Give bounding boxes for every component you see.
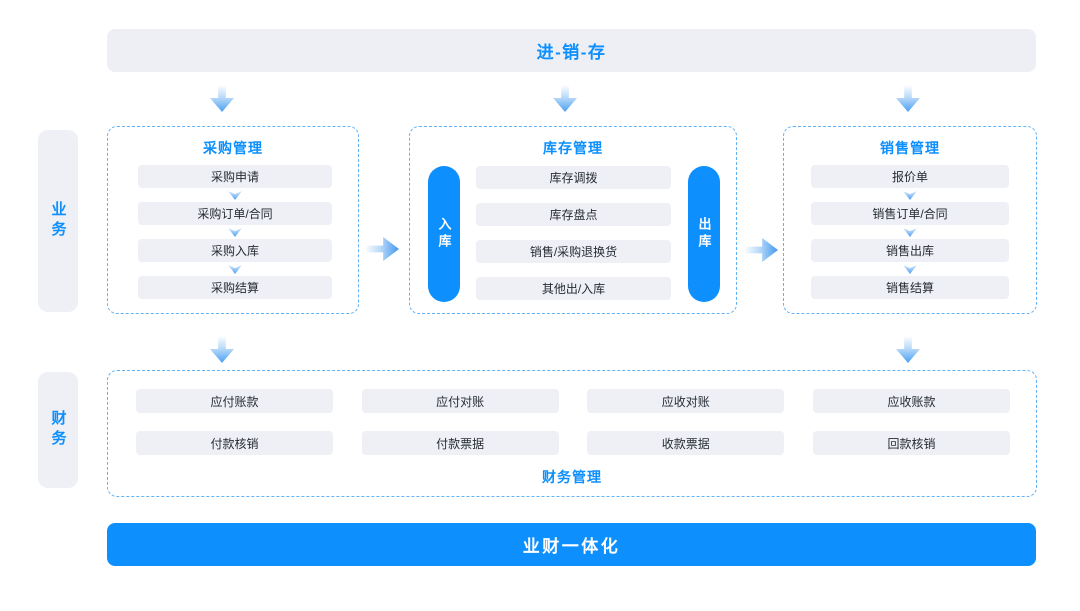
flow-item: 采购入库	[138, 239, 332, 262]
inventory-management-box: 库存管理 入库 库存调拨 库存盘点 销售/采购退换货 其他出/入库 出库	[409, 126, 737, 314]
arrow-down-small-icon	[228, 191, 242, 200]
finance-item: 应收对账	[587, 389, 785, 413]
inbound-pill: 入库	[428, 166, 460, 302]
finance-box-title: 财务管理	[542, 469, 602, 485]
top-banner-label: 进-销-存	[536, 43, 607, 62]
flow-item: 销售订单/合同	[811, 202, 1009, 225]
finance-item: 付款票据	[361, 431, 559, 455]
finance-management-box: 应付账款 应付对账 应收对账 应收账款 付款核销 付款票据 收款票据 回款核销 …	[107, 370, 1037, 497]
finance-row: 付款核销 付款票据 收款票据 回款核销	[136, 431, 1010, 455]
finance-item: 回款核销	[812, 431, 1010, 455]
flow-item: 报价单	[811, 165, 1009, 188]
arrow-down-icon	[210, 86, 234, 112]
flow-item: 销售结算	[811, 276, 1009, 299]
flow-item: 库存调拨	[476, 166, 671, 189]
arrow-down-icon	[896, 86, 920, 112]
arrow-right-icon	[366, 237, 399, 261]
arrow-down-icon	[210, 337, 234, 363]
top-banner: 进-销-存	[107, 29, 1036, 72]
sidebar-business-label: 业务	[38, 130, 78, 312]
flow-item: 采购申请	[138, 165, 332, 188]
flow-item: 其他出/入库	[476, 277, 671, 300]
bottom-banner: 业财一体化	[107, 523, 1036, 566]
outbound-pill: 出库	[688, 166, 720, 302]
arrow-down-small-icon	[903, 191, 917, 200]
sales-management-box: 销售管理 报价单 销售订单/合同 销售出库 销售结算	[783, 126, 1037, 314]
arrow-down-small-icon	[903, 265, 917, 274]
arrow-down-small-icon	[228, 265, 242, 274]
arrow-right-icon	[745, 238, 778, 262]
finance-item: 付款核销	[136, 431, 333, 455]
flow-item: 销售/采购退换货	[476, 240, 671, 263]
finance-item: 应收账款	[812, 389, 1010, 413]
finance-row: 应付账款 应付对账 应收对账 应收账款	[136, 389, 1010, 413]
finance-item: 应付账款	[136, 389, 333, 413]
bottom-banner-label: 业财一体化	[522, 537, 621, 556]
flow-item: 采购结算	[138, 276, 332, 299]
flow-item: 采购订单/合同	[138, 202, 332, 225]
purchase-box-title: 采购管理	[203, 140, 263, 156]
arrow-down-small-icon	[903, 228, 917, 237]
purchase-management-box: 采购管理 采购申请 采购订单/合同 采购入库 采购结算	[107, 126, 359, 314]
finance-item: 应付对账	[361, 389, 559, 413]
flow-item: 库存盘点	[476, 203, 671, 226]
arrow-down-small-icon	[228, 228, 242, 237]
arrow-down-icon	[896, 337, 920, 363]
purchase-flow-stack: 采购申请 采购订单/合同 采购入库 采购结算	[138, 165, 332, 299]
finance-item: 收款票据	[587, 431, 785, 455]
sales-box-title: 销售管理	[880, 140, 940, 156]
inventory-item-stack: 库存调拨 库存盘点 销售/采购退换货 其他出/入库	[476, 166, 671, 314]
sidebar-finance-label: 财务	[38, 372, 78, 488]
flow-item: 销售出库	[811, 239, 1009, 262]
arrow-down-icon	[553, 86, 577, 112]
sales-flow-stack: 报价单 销售订单/合同 销售出库 销售结算	[811, 165, 1009, 299]
inventory-box-title: 库存管理	[543, 140, 603, 156]
